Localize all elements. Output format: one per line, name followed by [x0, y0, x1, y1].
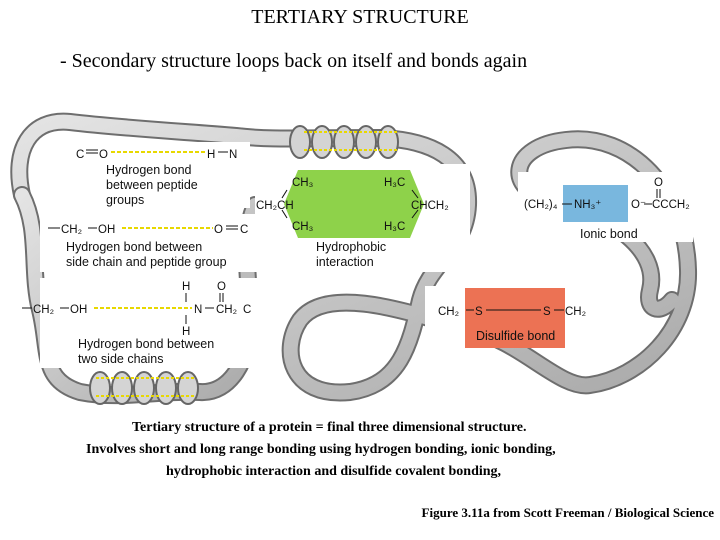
carbon-atom: C [243, 304, 251, 316]
sulfur-right: S [543, 306, 551, 318]
hbond-side-chain-peptide: CH₂ OH O C Hydrogen bond between side ch… [48, 224, 248, 269]
o-top: O [654, 177, 663, 189]
hydroxyl-group: OH [70, 304, 87, 316]
o-minus: O⁻ [631, 199, 646, 211]
nitrogen-atom: N [194, 304, 202, 316]
page-title: TERTIARY STRUCTURE [251, 6, 469, 28]
hydrophobic-box [284, 170, 424, 238]
helix-hbonds [96, 131, 398, 397]
disulfide-bond: CH₂ S S CH₂ Disulfide bond [438, 288, 586, 348]
carbon-atom: C [240, 224, 248, 236]
ch2-group: CH₂ [61, 224, 82, 236]
ch3-top-left: CH₃ [292, 177, 314, 189]
hydrogen-atom: H [207, 149, 215, 161]
oxygen-atom: O [99, 149, 108, 161]
disulfide-box [465, 288, 565, 348]
ch2-group-right: CH₂ [216, 304, 237, 316]
hydrophobic-interaction: CH₃ CH₃ H₃C H₃C CH₂CH CHCH₂ Hydrophobic … [256, 170, 449, 269]
h3c-top-right: H₃C [384, 177, 405, 189]
hbond-two-side-chains: CH₂ OH H N H CH₂ O C Hydrogen bond betwe… [22, 281, 251, 366]
ionic-label: Ionic bond [580, 227, 638, 241]
hbond-peptide-label-2: between peptide [106, 178, 198, 192]
caption-line-2: Involves short and long range bonding us… [86, 442, 556, 457]
ch2-4-group: (CH₂)₄ [524, 199, 558, 211]
hydroxyl-group: OH [98, 224, 115, 236]
disulfide-label: Disulfide bond [476, 329, 555, 343]
nitrogen-atom: N [229, 149, 237, 161]
ch2-right: CH₂ [565, 306, 586, 318]
hydrophobic-label-1: Hydrophobic [316, 240, 386, 254]
hbond-side-peptide-label-2: side chain and peptide group [66, 255, 227, 269]
carbon-atom: C [76, 149, 84, 161]
page-subtitle: - Secondary structure loops back on itse… [60, 50, 528, 72]
hydrogen-atom-bottom: H [182, 326, 190, 338]
bottom-helix [89, 371, 199, 405]
oxygen-atom: O [214, 224, 223, 236]
hbond-two-side-label-2: two side chains [78, 352, 163, 366]
ccch2-group: CCCH₂ [652, 199, 690, 211]
ionic-box [563, 185, 628, 222]
figure-source: Figure 3.11a from Scott Freeman / Biolog… [421, 505, 714, 520]
ch3-bottom-left: CH₃ [292, 221, 314, 233]
h3c-bottom-right: H₃C [384, 221, 405, 233]
ionic-bond: (CH₂)₄ NH₃⁺ O⁻ CCCH₂ O Ionic bond [524, 177, 690, 241]
bg-hbond-side-side [40, 278, 265, 368]
top-helix [289, 125, 399, 159]
sulfur-left: S [475, 306, 483, 318]
hbond-peptide-label-3: groups [106, 193, 144, 207]
ch2ch-left: CH₂CH [256, 200, 294, 212]
chch2-right: CHCH₂ [411, 200, 449, 212]
hbond-two-side-label-1: Hydrogen bond between [78, 337, 214, 351]
nh3-plus: NH₃⁺ [574, 199, 601, 211]
hydrophobic-label-2: interaction [316, 255, 374, 269]
ch2-left: CH₂ [438, 306, 459, 318]
hbond-peptide-label-1: Hydrogen bond [106, 163, 192, 177]
oxygen-atom: O [217, 281, 226, 293]
hydrogen-atom-top: H [182, 281, 190, 293]
hbond-side-peptide-label-1: Hydrogen bond between [66, 240, 202, 254]
hbond-peptide-groups: C O H N Hydrogen bond between peptide gr… [76, 149, 237, 207]
ch2-group: CH₂ [33, 304, 54, 316]
bg-hbond-side-peptide [40, 214, 265, 272]
caption-line-3: hydrophobic interaction and disulfide co… [166, 464, 502, 479]
caption-line-1: Tertiary structure of a protein = final … [132, 420, 527, 435]
